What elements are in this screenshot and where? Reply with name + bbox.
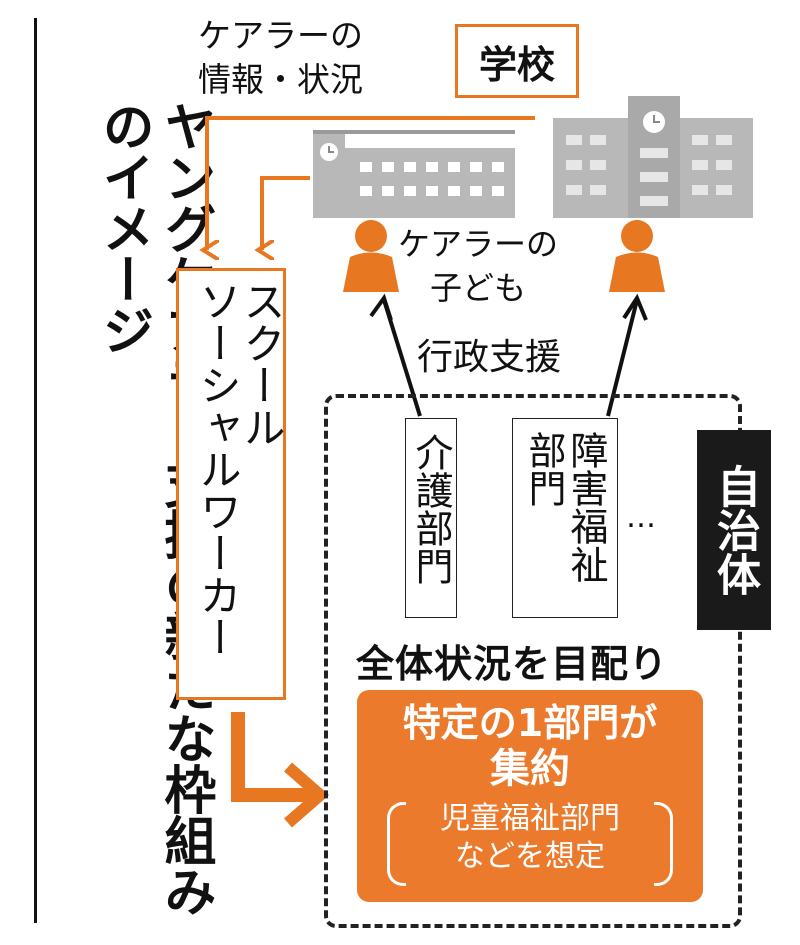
- more-departments-ellipsis: …: [626, 500, 658, 535]
- overview-label: 全体状況を目配り: [356, 642, 669, 686]
- info-arrow-school-to-ssw: [207, 116, 535, 250]
- child-figure-icon-right: [609, 220, 665, 292]
- left-paren-shape: [387, 802, 406, 886]
- municipality-label: 自治体: [709, 464, 760, 596]
- ssw-label-line2: ソーシャルワーカー: [193, 280, 242, 658]
- divider-line: [34, 18, 37, 923]
- child-label-line2: 子ども: [430, 269, 527, 307]
- info-label: ケアラーの 情報・状況: [198, 14, 363, 102]
- school-social-worker-label: スクールソーシャルワーカー: [193, 280, 286, 658]
- municipality-label-box: 自治体: [697, 430, 771, 630]
- consolidation-line2: 集約: [490, 746, 570, 792]
- child-label-line1: ケアラーの: [398, 225, 559, 263]
- small-school-building-icon: [313, 130, 515, 218]
- consolidation-box: 特定の1部門が 集約 児童福祉部門 などを想定: [357, 690, 703, 902]
- dept-disability-line2: 部門: [522, 431, 566, 507]
- info-label-line2: 情報・状況: [198, 60, 363, 99]
- ssw-label-line1: スクール: [237, 280, 286, 448]
- carer-child-label: ケアラーの 子ども: [398, 222, 558, 310]
- large-school-building-icon: [553, 96, 753, 218]
- info-arrow-small-school-to-ssw: [262, 176, 310, 250]
- consolidation-line4: などを想定: [455, 839, 605, 874]
- consolidation-line1: 特定の1部門が: [402, 701, 658, 745]
- right-paren-shape: [654, 802, 673, 886]
- dept-care-label: 介護部門: [409, 433, 453, 585]
- dept-disability-box: 障害福祉部門: [512, 418, 618, 618]
- dept-disability-line1: 障害福祉: [564, 431, 608, 583]
- child-figure-icon-left: [343, 220, 399, 292]
- school-label: 学校: [455, 24, 579, 98]
- dept-disability-label: 障害福祉部門: [522, 431, 608, 617]
- municipality-box: [324, 394, 742, 928]
- consolidation-line3: 児童福祉部門: [440, 801, 620, 836]
- school-social-worker-box: [176, 268, 286, 700]
- dept-care-box: 介護部門: [405, 418, 457, 618]
- ssw-arrow-to-consolidation: [231, 712, 312, 802]
- admin-support-label: 行政支援: [417, 337, 562, 378]
- info-label-line1: ケアラーの: [198, 16, 363, 55]
